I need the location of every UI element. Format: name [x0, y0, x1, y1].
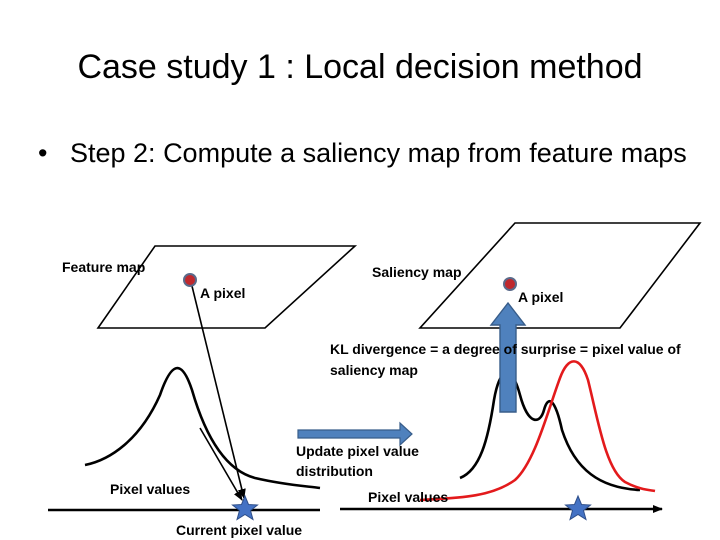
saliency-map-plane — [418, 222, 702, 329]
right-axis-star-icon — [564, 494, 592, 521]
saliency-pixel-label: A pixel — [518, 289, 564, 305]
slide-title: Case study 1 : Local decision method — [77, 48, 643, 86]
feature-map-plane — [96, 245, 358, 329]
update-right-arrow — [297, 421, 413, 447]
left-distribution-curve — [84, 366, 321, 490]
right-updated-curve — [419, 360, 656, 502]
bullet-text: Step 2: Compute a saliency map from feat… — [70, 138, 687, 168]
current-pixel-value-label: Current pixel value — [176, 522, 303, 538]
feature-pixel-label: A pixel — [200, 285, 246, 301]
kl-upward-arrow — [489, 301, 527, 413]
current-pixel-star-icon — [231, 494, 259, 521]
update-text-line2: distribution — [296, 463, 373, 479]
pixel-values-right-label: Pixel values — [368, 489, 449, 505]
kl-divergence-text-line1: KL divergence = a degree of surprise = p… — [330, 341, 681, 357]
right-original-curve — [459, 371, 641, 492]
distribution-to-star-arrow — [199, 427, 243, 501]
feature-map-label: Feature map — [62, 259, 146, 275]
update-text-line1: Update pixel value — [296, 443, 419, 459]
bullet-marker: • — [38, 138, 48, 168]
kl-divergence-text-line2: saliency map — [330, 362, 418, 378]
saliency-pixel-dot — [503, 277, 517, 291]
pixel-values-left-label: Pixel values — [110, 481, 191, 497]
feature-pixel-dot — [183, 273, 197, 287]
saliency-map-label: Saliency map — [372, 264, 462, 280]
feature-to-current-arrow — [190, 281, 246, 499]
